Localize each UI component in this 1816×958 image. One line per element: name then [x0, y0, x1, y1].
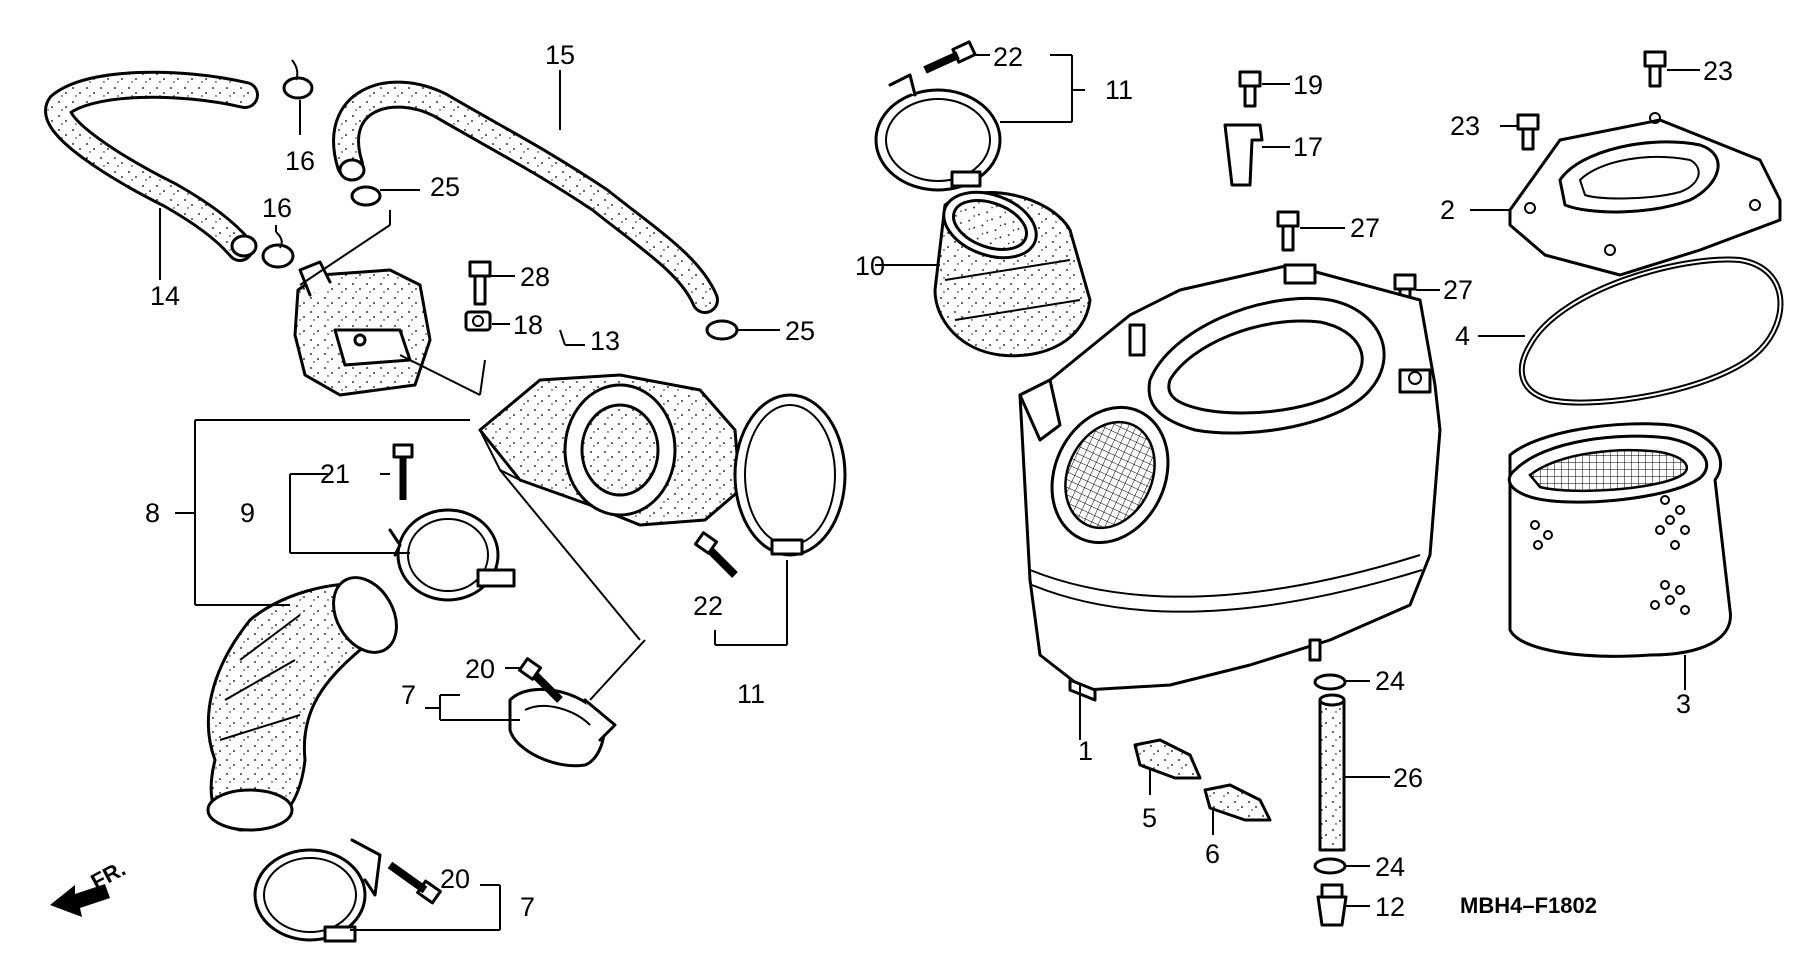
callout-22-middle: 22	[693, 591, 723, 621]
clamp-16-upper	[282, 59, 314, 135]
front-direction-arrow	[50, 884, 110, 917]
callout-5: 5	[1142, 803, 1157, 833]
callout-11-middle: 11	[737, 679, 765, 709]
drain-tube-26	[1318, 693, 1390, 852]
nut-18	[464, 310, 510, 332]
screw-22-middle	[693, 531, 738, 578]
callout-14: 14	[150, 281, 180, 311]
band-7-lower	[253, 838, 501, 943]
filter-holes	[1530, 495, 1690, 615]
screw-22-top	[923, 40, 990, 74]
air-intake-duct	[478, 373, 742, 641]
callout-28: 28	[520, 262, 550, 292]
pad-5	[1133, 738, 1202, 795]
callout-24-lower: 24	[1375, 852, 1405, 882]
screw-21	[380, 443, 414, 500]
diagram-code: MBH4–F1802	[1460, 893, 1597, 918]
band-7-middle	[425, 639, 646, 768]
bracket-17	[1223, 123, 1290, 187]
callout-4: 4	[1455, 321, 1470, 351]
cover-2	[1470, 112, 1782, 277]
callout-7-lower: 7	[520, 892, 535, 922]
duct-10	[875, 190, 1092, 358]
callout-20-middle: 20	[465, 654, 495, 684]
callout-8: 8	[145, 498, 160, 528]
callout-25-lower: 25	[785, 316, 815, 346]
screw-23-lower	[1500, 113, 1540, 151]
callout-3: 3	[1676, 689, 1691, 719]
clamp-25-upper	[350, 185, 420, 207]
screw-20-middle	[505, 657, 563, 703]
callout-6: 6	[1205, 839, 1220, 869]
callout-23-lower: 23	[1450, 111, 1480, 141]
callout-27-upper: 27	[1350, 213, 1380, 243]
callout-27-lower: 27	[1443, 275, 1473, 305]
bolt-27-upper	[1276, 210, 1345, 252]
bolt-19	[1238, 70, 1290, 108]
bolt-28	[468, 260, 515, 306]
callout-21: 21	[320, 459, 350, 489]
callout-24-upper: 24	[1375, 666, 1405, 696]
callout-19: 19	[1293, 70, 1323, 100]
callout-15: 15	[545, 40, 575, 70]
filter-element-3	[1507, 422, 1732, 690]
callout-1: 1	[1078, 736, 1093, 766]
hose-14	[44, 70, 259, 280]
gasket-4	[1478, 256, 1784, 406]
screw-23-upper	[1643, 50, 1700, 88]
band-9	[289, 473, 516, 602]
callout-23-upper: 23	[1703, 56, 1733, 86]
callout-11-top: 11	[1105, 75, 1133, 105]
callout-17: 17	[1293, 132, 1323, 162]
clip-24-lower	[1313, 857, 1370, 875]
callout-2: 2	[1440, 195, 1455, 225]
callout-13: 13	[590, 326, 620, 356]
callout-7-middle: 7	[401, 680, 416, 710]
callout-18: 18	[513, 310, 543, 340]
callout-26: 26	[1393, 763, 1423, 793]
callout-9: 9	[240, 498, 255, 528]
reservoir-13	[293, 210, 585, 397]
callout-25-upper: 25	[430, 172, 460, 202]
pad-6	[1203, 783, 1272, 835]
screw-20-lower	[387, 861, 442, 905]
band-clamp-11-middle	[714, 393, 847, 646]
clamp-25-lower	[705, 319, 780, 341]
clamp-16-lower	[261, 225, 295, 269]
callout-10: 10	[855, 251, 885, 281]
callout-22-top: 22	[993, 42, 1023, 72]
band-clamp-11-top	[874, 54, 1085, 192]
boot-8	[175, 419, 470, 832]
callout-16-lower: 16	[262, 193, 292, 223]
callout-12: 12	[1375, 892, 1405, 922]
callout-20-lower: 20	[440, 864, 470, 894]
air-cleaner-case-1	[1018, 263, 1442, 740]
drain-plug-12	[1316, 883, 1370, 927]
callout-16-upper: 16	[285, 146, 315, 176]
hose-15	[332, 70, 719, 314]
clip-24-upper	[1313, 673, 1370, 691]
